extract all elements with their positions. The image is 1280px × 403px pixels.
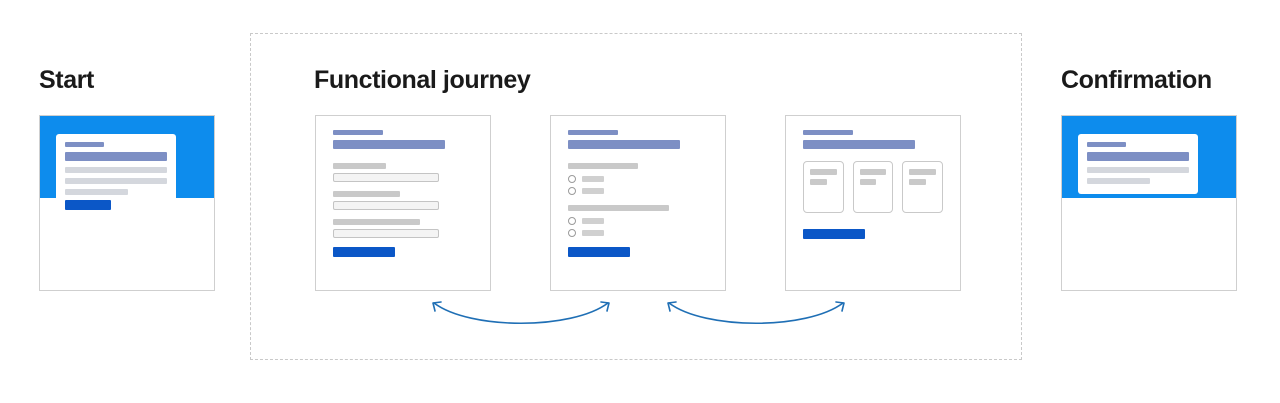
tile-title-bar	[810, 169, 837, 175]
page-title-start: Start	[39, 66, 94, 94]
radio-option[interactable]	[568, 175, 708, 183]
text-input-field[interactable]	[333, 229, 440, 238]
text-line-bar	[1087, 178, 1151, 184]
radio-group	[568, 163, 708, 195]
bidirectional-arrow-1	[432, 301, 610, 325]
primary-button[interactable]	[65, 200, 111, 210]
eyebrow-bar	[568, 130, 619, 135]
heading-bar	[803, 140, 915, 149]
radio-option-label	[582, 218, 604, 224]
field-label	[568, 163, 638, 169]
field-label	[333, 219, 420, 225]
primary-button[interactable]	[568, 247, 630, 257]
eyebrow-bar	[803, 130, 854, 135]
tile-row	[803, 161, 944, 213]
hero-content-panel	[1078, 134, 1198, 194]
form-screen-mockup	[315, 115, 491, 291]
start-screen-mockup	[39, 115, 215, 291]
radio-option-label	[582, 188, 604, 194]
functional-journey-group-outline	[250, 33, 1022, 360]
option-tile[interactable]	[902, 161, 944, 213]
text-input-field[interactable]	[333, 201, 440, 210]
radio-icon[interactable]	[568, 229, 576, 237]
bidirectional-arrow-2	[667, 301, 845, 325]
radio-option-label	[582, 176, 604, 182]
heading-bar	[568, 140, 680, 149]
text-input-field[interactable]	[333, 173, 440, 182]
confirmation-screen-mockup	[1061, 115, 1237, 291]
radio-option[interactable]	[568, 187, 708, 195]
page-title-confirmation: Confirmation	[1061, 66, 1212, 94]
radio-icon[interactable]	[568, 175, 576, 183]
heading-bar	[1087, 152, 1189, 161]
eyebrow-bar	[65, 142, 104, 147]
tile-subtitle-bar	[909, 179, 926, 185]
text-line-bar	[1087, 167, 1189, 173]
radio-option-label	[582, 230, 604, 236]
text-line-bar	[65, 167, 167, 173]
radio-icon[interactable]	[568, 217, 576, 225]
choice-screen-mockup	[550, 115, 726, 291]
hero-content-panel	[56, 134, 176, 220]
eyebrow-bar	[1087, 142, 1126, 147]
choice-screen-content	[568, 130, 708, 257]
tile-selection-screen-mockup	[785, 115, 961, 291]
tile-subtitle-bar	[859, 179, 877, 185]
heading-bar	[333, 140, 445, 149]
primary-button[interactable]	[333, 247, 395, 257]
radio-option[interactable]	[568, 229, 708, 237]
text-line-bar	[65, 178, 167, 184]
field-label	[333, 191, 401, 197]
tile-screen-content	[803, 130, 944, 239]
eyebrow-bar	[333, 130, 384, 135]
primary-button[interactable]	[803, 229, 865, 239]
radio-icon[interactable]	[568, 187, 576, 195]
option-tile[interactable]	[803, 161, 844, 213]
option-tile[interactable]	[852, 161, 894, 213]
page-title-functional-journey: Functional journey	[314, 66, 531, 94]
tile-subtitle-bar	[810, 179, 827, 185]
tile-title-bar	[909, 169, 937, 175]
radio-group	[568, 205, 708, 237]
heading-bar	[65, 152, 167, 161]
form-screen-content	[333, 130, 473, 257]
field-label	[333, 163, 387, 169]
tile-title-bar	[859, 169, 887, 175]
field-label	[568, 205, 669, 211]
radio-option[interactable]	[568, 217, 708, 225]
text-line-bar	[65, 189, 129, 195]
